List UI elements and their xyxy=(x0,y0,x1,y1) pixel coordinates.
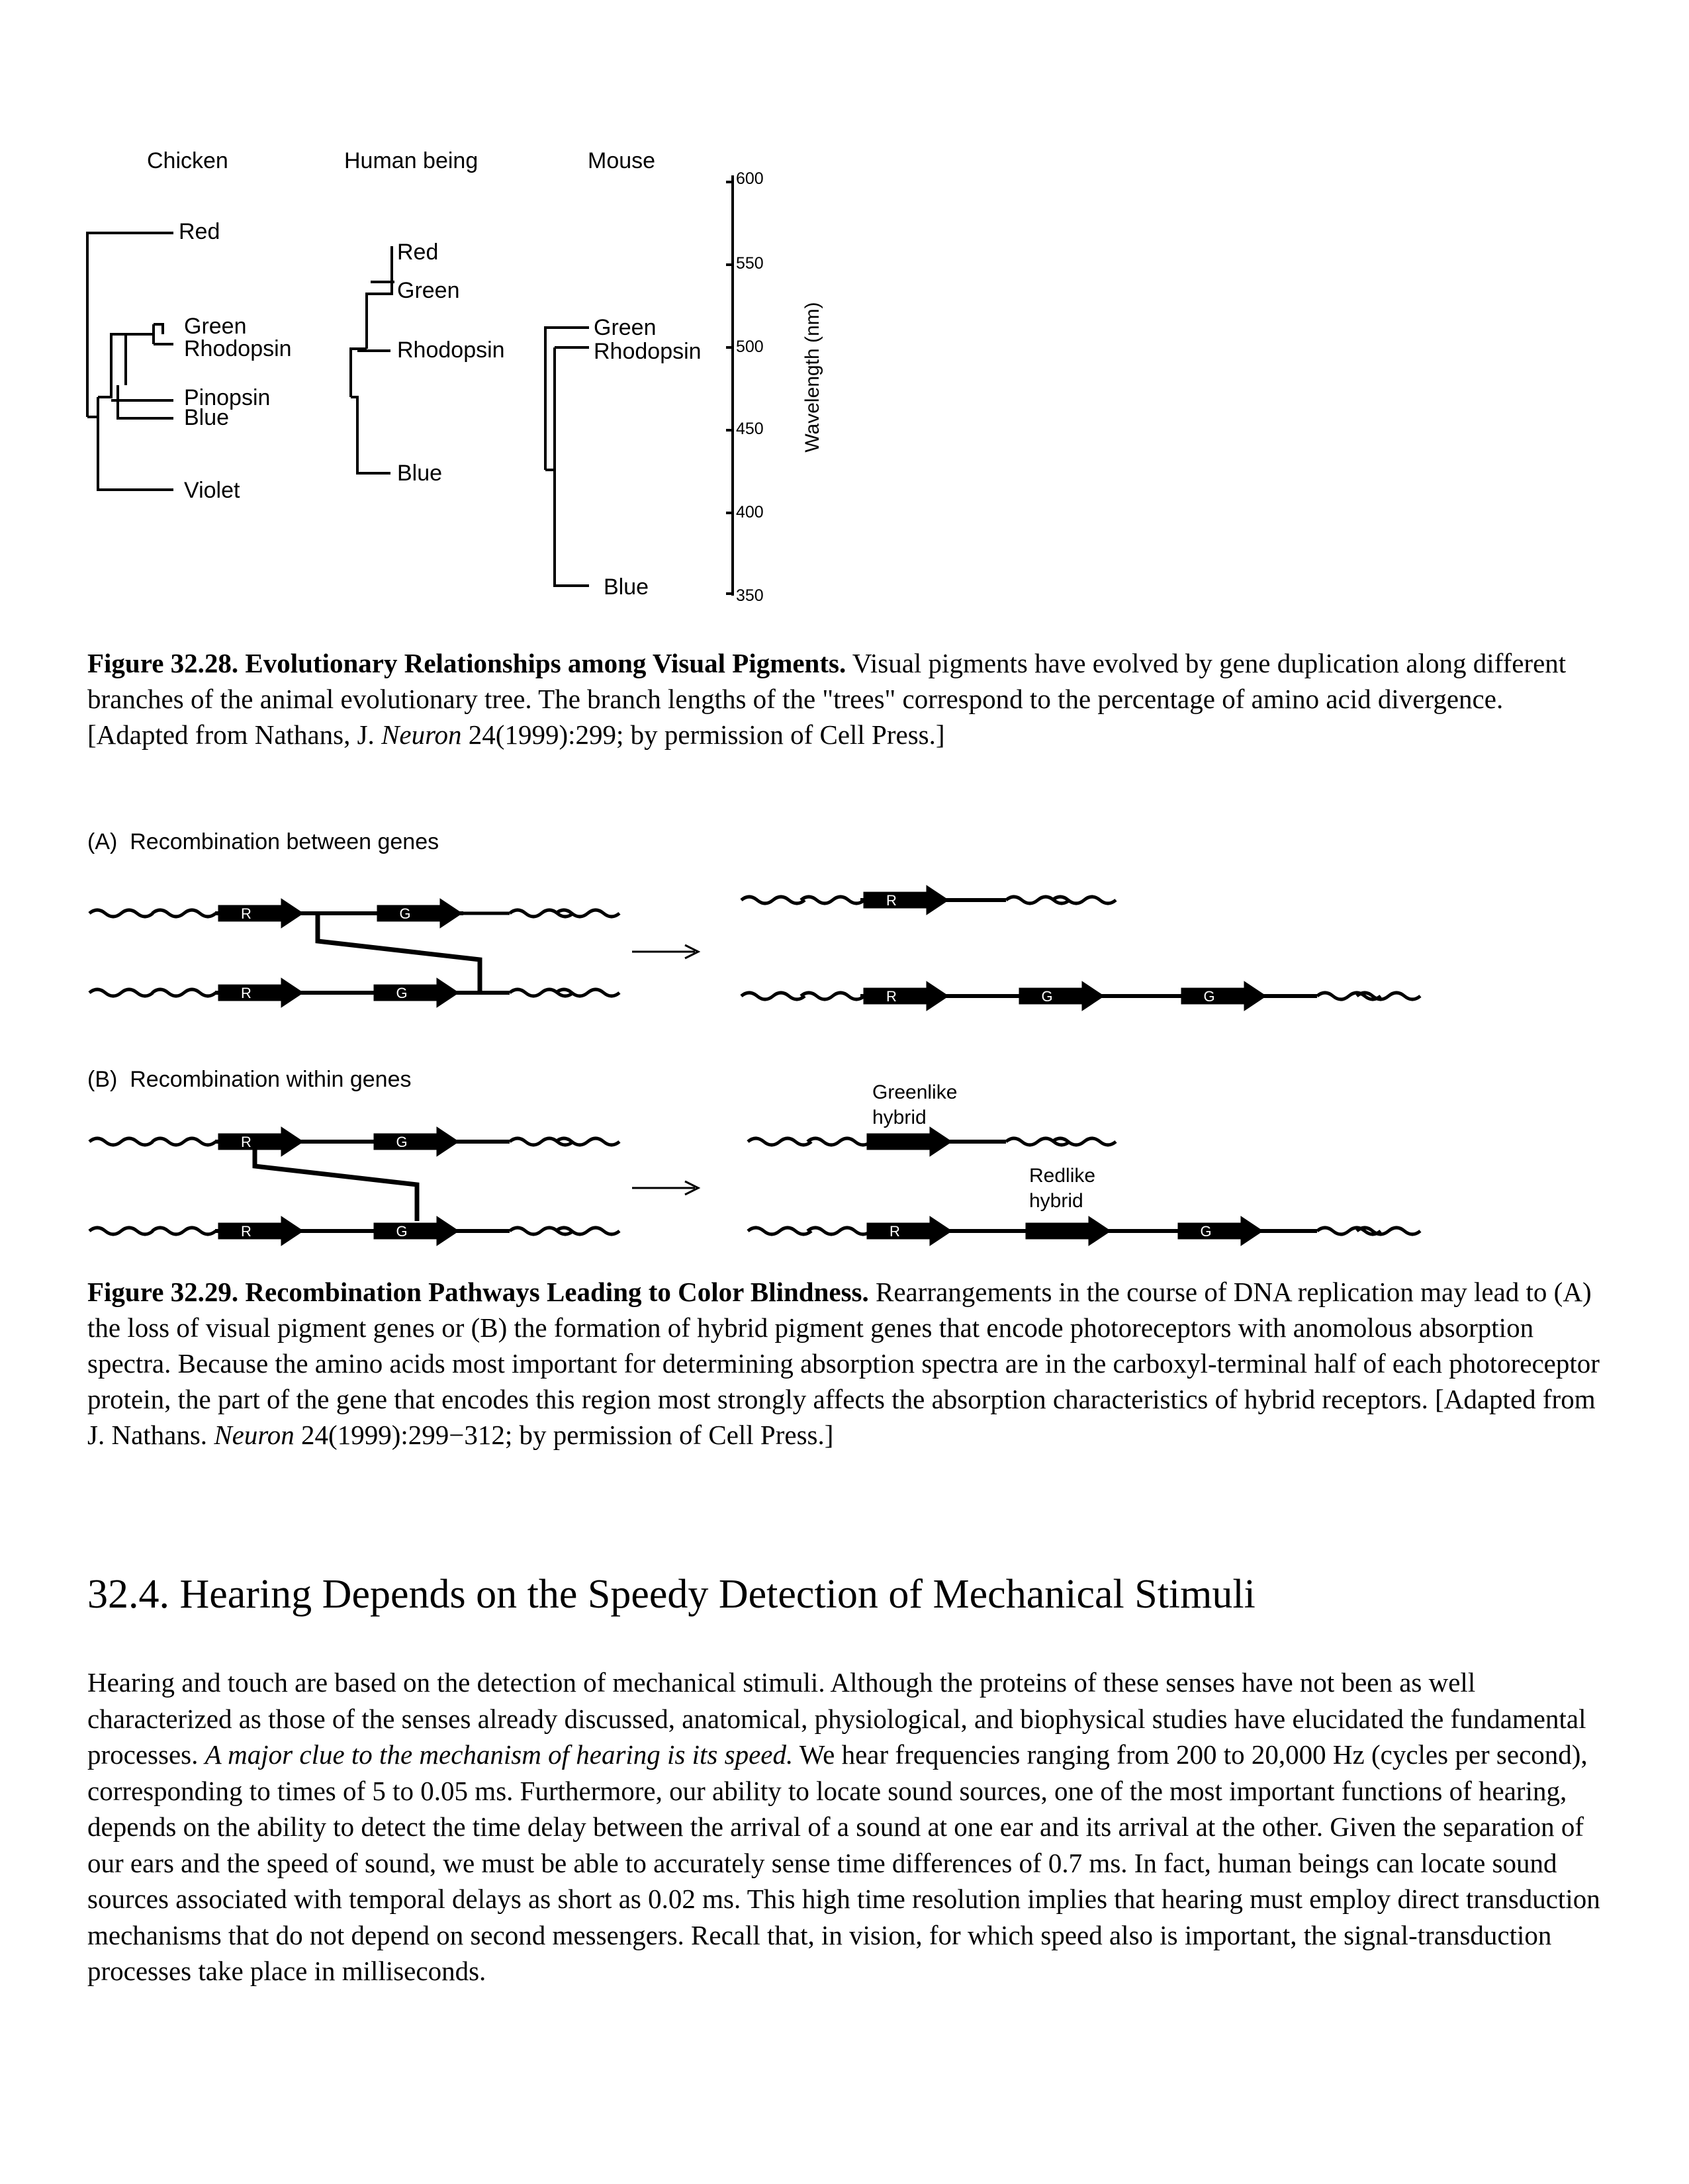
gene-label-green: G xyxy=(399,905,410,922)
mouse-blue-label: Blue xyxy=(604,574,649,600)
gene-label-green: G xyxy=(1041,988,1052,1005)
section-heading: 32.4. Hearing Depends on the Speedy Dete… xyxy=(87,1572,1255,1617)
figure-32-29-caption-journal: Neuron xyxy=(214,1420,295,1450)
chicken-violet-label: Violet xyxy=(184,478,240,503)
gene-label-green: G xyxy=(1200,1223,1211,1240)
section-body-part-2: We hear frequencies ranging from 200 to … xyxy=(87,1739,1600,1986)
scale-tick-550: 550 xyxy=(736,254,764,273)
chicken-pinopsin-label: Pinopsin xyxy=(184,385,271,410)
gene-label-red: R xyxy=(241,985,251,1001)
column-header-chicken: Chicken xyxy=(147,148,228,173)
gene-label-red: R xyxy=(241,1134,251,1150)
scale-tick-450: 450 xyxy=(736,420,764,438)
panel-a-title: Recombination between genes xyxy=(130,829,439,854)
scale-tick-600: 600 xyxy=(736,169,764,188)
gene-label-green: G xyxy=(1203,988,1214,1005)
mouse-green-label: Green xyxy=(594,315,657,340)
panel-a-tag: (A) xyxy=(87,829,118,854)
human-rhodopsin-label: Rhodopsin xyxy=(397,338,505,363)
scale-tick-350: 350 xyxy=(736,586,764,605)
figure-32-28-caption-text-2: 24(1999):299; by permission of Cell Pres… xyxy=(461,719,945,750)
scale-tick-400: 400 xyxy=(736,503,764,522)
gene-label-red: R xyxy=(241,1223,251,1240)
chicken-green-label: Green xyxy=(184,314,247,339)
panel-b-heading: (B) Recombination within genes xyxy=(87,1068,411,1091)
phylogenetic-trees xyxy=(86,175,734,596)
figure-32-29-caption: Figure 32.29. Recombination Pathways Lea… xyxy=(87,1274,1603,1453)
greenlike-hybrid-label: Greenlike hybrid xyxy=(872,1081,958,1128)
gene-label-green: G xyxy=(396,1223,407,1240)
panel-b-title: Recombination within genes xyxy=(130,1067,412,1092)
gene-label-red: R xyxy=(890,1223,900,1240)
section-body: Hearing and touch are based on the detec… xyxy=(87,1664,1603,1989)
gene-label-red: R xyxy=(241,905,251,922)
gene-label-green: G xyxy=(396,985,407,1001)
human-red-label: Red xyxy=(397,240,439,265)
human-blue-label: Blue xyxy=(397,461,443,486)
column-header-human: Human being xyxy=(344,148,479,173)
chicken-blue-label: Blue xyxy=(184,405,230,430)
gene-label-red: R xyxy=(886,892,897,909)
chicken-red-label: Red xyxy=(179,219,220,244)
gene-label-red: R xyxy=(886,988,897,1005)
figure-32-29-caption-title: Figure 32.29. Recombination Pathways Lea… xyxy=(87,1277,869,1307)
wavelength-axis-label: Wavelength (nm) xyxy=(801,302,823,453)
recombination-diagram: R G R G R R G G R G R G R G xyxy=(0,885,1456,1246)
redlike-hybrid-label: Redlike hybrid xyxy=(1029,1165,1096,1212)
gene-label-green: G xyxy=(396,1134,407,1150)
section-body-italic: A major clue to the mechanism of hearing… xyxy=(205,1739,794,1770)
figure-32-28-caption: Figure 32.28. Evolutionary Relationships… xyxy=(87,645,1603,752)
section-body-part-1: Hearing and touch are based on the detec… xyxy=(87,1667,1586,1770)
figure-32-28-caption-title: Figure 32.28. Evolutionary Relationships… xyxy=(87,648,846,678)
figure-32-29-caption-text-1: Rearrangements in the course of DNA repl… xyxy=(87,1277,1600,1450)
figure-32-28-caption-text-1: Visual pigments have evolved by gene dup… xyxy=(87,648,1567,750)
panel-b-tag: (B) xyxy=(87,1067,118,1092)
human-green-label: Green xyxy=(397,278,460,303)
figure-32-29-caption-text-2: 24(1999):299−312; by permission of Cell … xyxy=(294,1420,834,1450)
scale-tick-500: 500 xyxy=(736,338,764,356)
figure-32-28-caption-journal: Neuron xyxy=(381,719,462,750)
column-header-mouse: Mouse xyxy=(588,148,656,173)
chicken-rhodopsin-label: Rhodopsin xyxy=(184,336,292,361)
panel-a-heading: (A) Recombination between genes xyxy=(87,831,439,853)
mouse-rhodopsin-label: Rhodopsin xyxy=(594,339,702,364)
